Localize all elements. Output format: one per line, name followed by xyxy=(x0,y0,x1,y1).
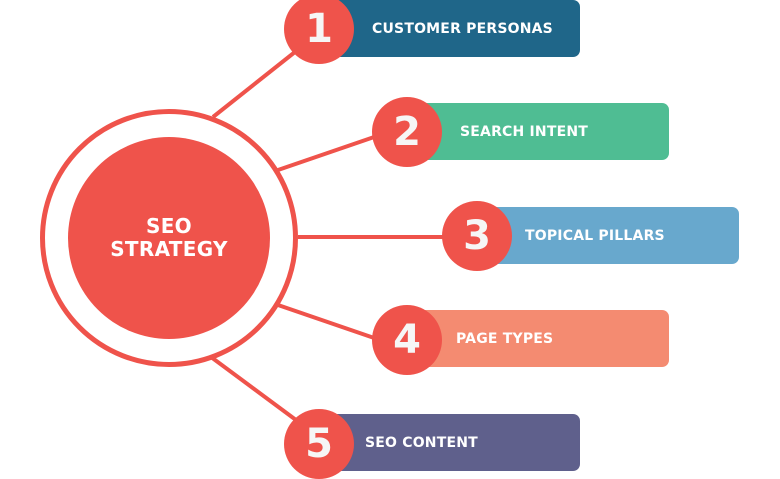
hub-center: SEO STRATEGY xyxy=(68,137,270,339)
step-1-bar: CUSTOMER PERSONAS xyxy=(322,0,580,57)
step-2-bar: SEARCH INTENT xyxy=(410,103,669,160)
step-2-number-badge: 2 xyxy=(372,97,442,167)
step-5-number: 5 xyxy=(305,421,333,467)
step-5-label: SEO CONTENT xyxy=(365,434,478,451)
connector-line-5 xyxy=(209,355,298,422)
step-1-label: CUSTOMER PERSONAS xyxy=(372,20,553,37)
step-3-number: 3 xyxy=(463,213,491,259)
connector-line-4 xyxy=(277,303,381,342)
step-1-number: 1 xyxy=(305,6,333,52)
connector-line-2 xyxy=(277,133,381,172)
step-5-number-badge: 5 xyxy=(284,409,354,479)
step-4-label: PAGE TYPES xyxy=(456,330,554,347)
hub-title-line1: SEO xyxy=(146,214,192,238)
step-2-number: 2 xyxy=(393,109,421,155)
step-3-bar: TOPICAL PILLARS xyxy=(480,207,739,264)
step-5-bar: SEO CONTENT xyxy=(322,414,580,471)
step-4-number: 4 xyxy=(393,317,421,363)
step-4-bar: PAGE TYPES xyxy=(410,310,669,367)
connector-line-1 xyxy=(211,46,302,119)
hub-title-line2: STRATEGY xyxy=(110,237,228,261)
step-2-label: SEARCH INTENT xyxy=(460,123,589,140)
step-3-label: TOPICAL PILLARS xyxy=(525,227,665,244)
step-4-number-badge: 4 xyxy=(372,305,442,375)
step-1-number-badge: 1 xyxy=(284,0,354,64)
step-3-number-badge: 3 xyxy=(442,201,512,271)
